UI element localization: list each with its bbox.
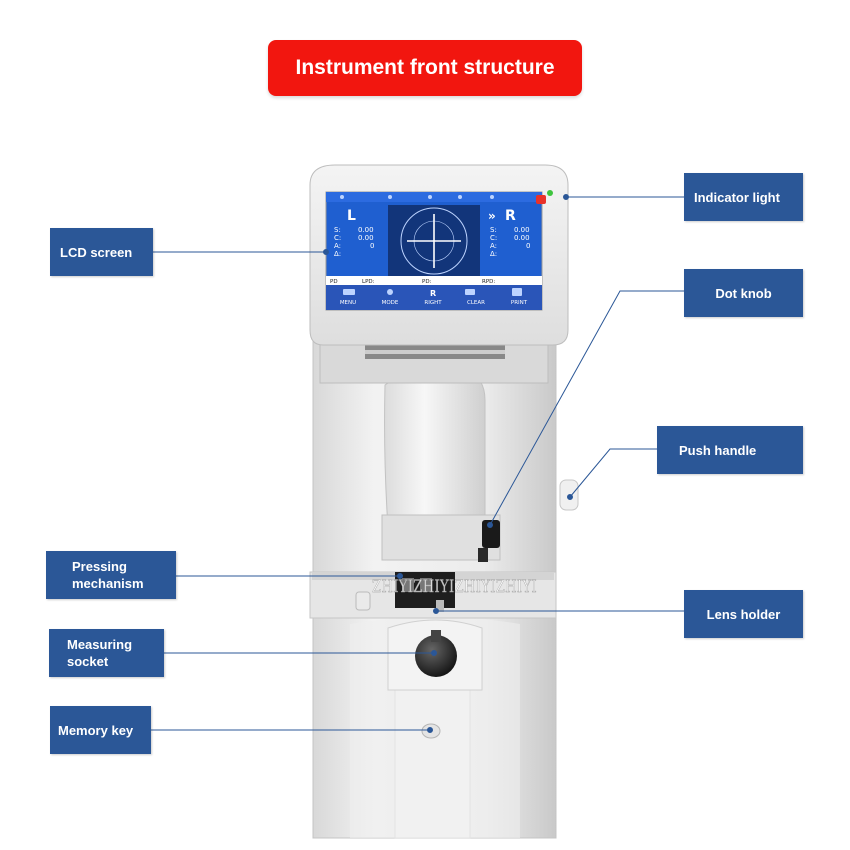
lcd-left-s-val: 0.00	[358, 226, 374, 234]
label-lens-holder: Lens holder	[684, 590, 803, 638]
lcd-right-a-key: A:	[490, 242, 497, 250]
indicator-light-red	[536, 195, 546, 204]
label-dot-knob: Dot knob	[684, 269, 803, 317]
lcd-left-eye: L	[347, 208, 356, 224]
label-memory-key: Memory key	[50, 706, 151, 754]
lcd-left-a-val: 0	[370, 242, 374, 250]
lcd-right-s-val: 0.00	[514, 226, 530, 234]
lcd-left-s-key: S:	[334, 226, 341, 234]
page-title: Instrument front structure	[268, 40, 582, 96]
lcd-rpd-label: RPD:	[482, 279, 495, 285]
lcd-right-c-key: C:	[490, 234, 497, 242]
label-push-handle: Push handle	[657, 426, 803, 474]
lcd-print-button: PRINT	[511, 300, 528, 306]
label-pressing-mechanism: Pressing mechanism	[46, 551, 176, 599]
lcd-menu-button: MENU	[340, 300, 356, 306]
lcd-right-d-key: Δ:	[490, 250, 497, 258]
lcd-mode-button: MODE	[382, 300, 399, 306]
lcd-left-c-key: C:	[334, 234, 341, 242]
lcd-right-s-key: S:	[490, 226, 497, 234]
lcd-left-d-key: Δ:	[334, 250, 341, 258]
lcd-lpd-label: LPD:	[362, 279, 375, 285]
measuring-socket-shape	[415, 635, 457, 677]
lcd-right-button: RIGHT	[424, 300, 442, 306]
indicator-light-green	[547, 190, 553, 196]
lcd-right-a-val: 0	[526, 242, 530, 250]
dot-knob-shape	[482, 520, 500, 548]
watermark: ZHIYIZHIYIZHIYIZHIYI	[372, 577, 537, 597]
lcd-right-button-glyph: R	[430, 289, 436, 298]
label-measuring-socket: Measuring socket	[49, 629, 164, 677]
lcd-clear-button: CLEAR	[467, 300, 485, 306]
lcd-left-c-val: 0.00	[358, 234, 374, 242]
lcd-right-eye: R	[505, 208, 516, 224]
lcd-left-a-key: A:	[334, 242, 341, 250]
svg-text:»: »	[488, 209, 496, 223]
label-indicator-light: Indicator light	[684, 173, 803, 221]
lcd-right-c-val: 0.00	[514, 234, 530, 242]
label-lcd-screen: LCD screen	[50, 228, 153, 276]
lcd-pd2-label: PD:	[422, 279, 432, 285]
lcd-pd-label: PD	[330, 279, 338, 285]
